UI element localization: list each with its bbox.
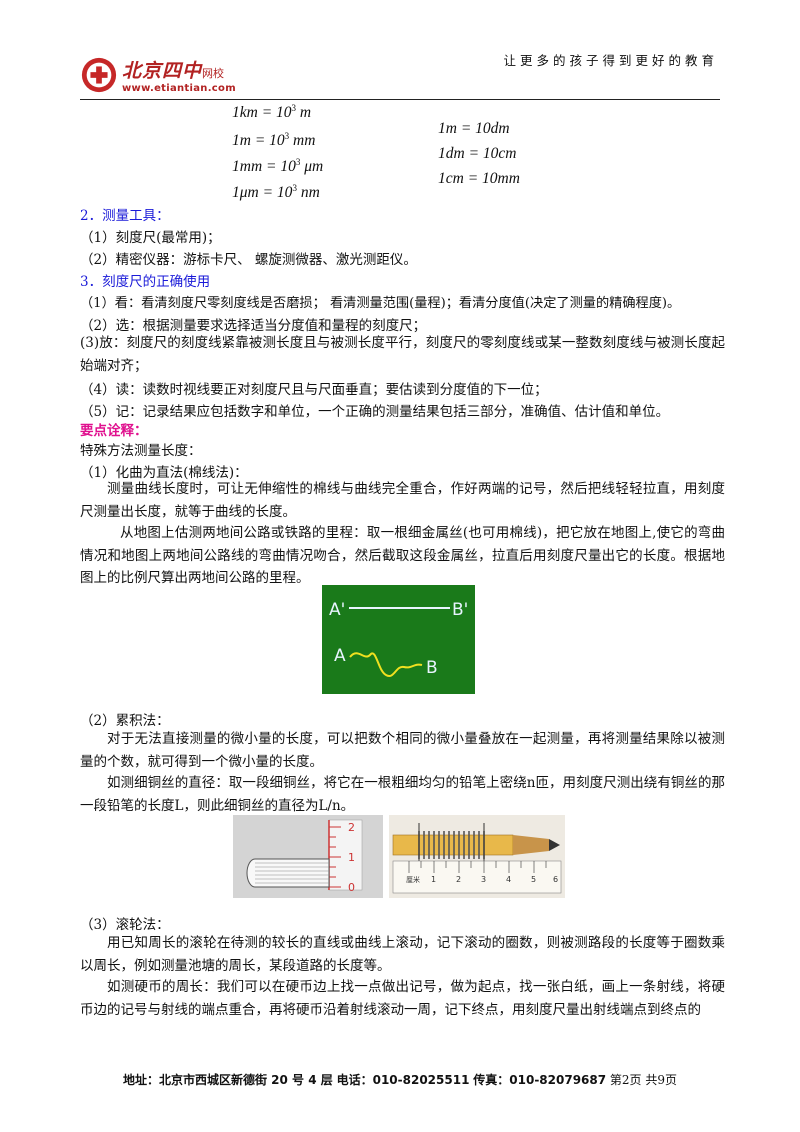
method-2-para-1: 对于无法直接测量的微小量的长度，可以把数个相同的微小量叠放在一起测量，再将测量结… [80,731,725,770]
key-points-title: 要点诠释： [80,423,148,439]
page-number: 第2页 [609,1073,642,1087]
header-slogan: 让更多的孩子得到更好的教育 [503,53,718,68]
ruler-tick-1: 1 [348,851,355,864]
svg-text:1: 1 [431,875,436,884]
header-divider [80,99,720,100]
method-3-para-1: 用已知周长的滚轮在待测的较长的直线或曲线上滚动，记下滚动的圈数，则被测路段的长度… [80,935,725,974]
method-2-para-2: 如测细铜丝的直径：取一段细铜丝，将它在一根粗细均匀的铅笔上密绕n匝，用刻度尺测出… [80,775,725,814]
heading-ruler-usage: 3．刻度尺的正确使用 [80,274,211,290]
ruler-tick-0: 0 [348,881,355,894]
method-1-title: （1）化曲为直法(棉线法)： [80,465,248,481]
svg-text:6: 6 [553,875,558,884]
method-1-para-1: 测量曲线长度时，可让无伸缩性的棉线与曲线完全重合，作好两端的记号，然后把线轻轻拉… [80,481,725,520]
method-1-para-2: 从地图上估测两地间公路或铁路的里程：取一根细金属丝(也可用棉线)，把它放在地图上… [80,525,725,586]
logo-url: www.etiantian.com [122,83,236,94]
usage-step-2: （2）选：根据测量要求选择适当分度值和量程的刻度尺； [80,318,427,334]
logo: 北京四中网校 www.etiantian.com [80,55,236,95]
svg-text:2: 2 [456,875,461,884]
special-methods: 特殊方法测量长度： [80,443,202,459]
phone-label: 电话： [336,1073,373,1087]
formula-km: 1km = 103 m [232,103,312,122]
usage-step-1: （1）看：看清刻度尺零刻度线是否磨损； 看清测量范围(量程)；看清分度值(决定了… [80,296,681,311]
fax-label: 传真： [473,1073,510,1087]
logo-sub: 网校 [202,67,225,80]
usage-step-4: （4）读：读数时视线要正对刻度尺且与尺面垂直；要估读到分度值的下一位； [80,382,548,398]
fax: 010-82079687 [509,1073,607,1087]
label-a: A [334,646,346,666]
method-2-title: （2）累积法： [80,713,170,729]
page-total: 共9页 [645,1073,678,1087]
stacked-paper-figure: 2 1 0 [233,815,383,898]
logo-name: 北京四中 [122,60,203,82]
formula-um-nm: 1μm = 103 nm [232,183,320,202]
label-b-prime: B' [452,600,468,620]
heading-tools: 2．测量工具： [80,208,170,224]
phone: 010-82025511 [372,1073,470,1087]
formula-dm-cm: 1dm = 10cm [438,145,517,162]
formula-m-mm: 1m = 103 mm [232,131,316,150]
svg-text:4: 4 [506,875,511,884]
usage-step-3: (3)放：刻度尺的刻度线紧靠被测长度且与被测长度平行，刻度尺的零刻度线或某一整数… [80,335,725,374]
page-footer: 地址：北京市西城区新德街 20 号 4 层 电话：010-82025511 传真… [0,1071,800,1088]
ruler-unit-label: 厘米 [406,875,420,884]
usage-step-5: （5）记：记录结果应包括数字和单位，一个正确的测量结果包括三部分，准确值、估计值… [80,404,670,420]
svg-text:5: 5 [531,875,536,884]
method-3-para-2: 如测硬币的周长：我们可以在硬币边上找一点做出记号，做为起点，找一张白纸，画上一条… [80,979,725,1018]
label-b: B [426,658,438,678]
coiled-wire-figure: 厘米 1 2 3 4 5 6 [389,815,565,898]
label-a-prime: A' [329,600,345,620]
formula-cm-mm: 1cm = 10mm [438,170,520,187]
formula-m-dm: 1m = 10dm [438,120,510,137]
address: 北京市西城区新德街 20 号 4 层 [158,1073,333,1087]
address-label: 地址： [122,1073,159,1087]
svg-text:3: 3 [481,875,486,884]
curve-to-line-figure: A' B' A B [322,585,475,694]
tool-item-2: （2）精密仪器：游标卡尺、 螺旋测微器、激光测距仪。 [80,252,417,268]
logo-emblem-icon [81,57,117,93]
ruler-tick-2: 2 [348,821,355,834]
formula-mm-um: 1mm = 103 μm [232,157,324,176]
method-3-title: （3）滚轮法： [80,917,170,933]
tool-item-1: （1）刻度尺(最常用)； [80,230,221,246]
